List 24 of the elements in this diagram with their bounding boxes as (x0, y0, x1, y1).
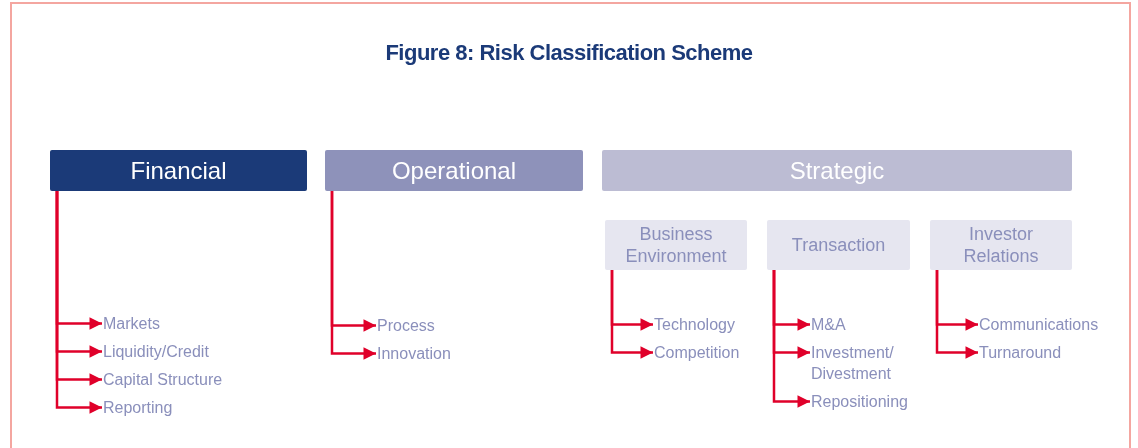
category-label: Investment/ Divestment (811, 342, 911, 384)
category-label: Capital Structure (103, 369, 253, 390)
arrow (330, 191, 376, 360)
category-label: Turnaround (979, 342, 1119, 363)
category-label: Reporting (103, 397, 253, 418)
category-header: Financial (50, 150, 307, 191)
subcategory-box: Investor Relations (930, 220, 1072, 270)
category-label: Competition (654, 342, 764, 363)
subcategory-box: Business Environment (605, 220, 747, 270)
category-label: Technology (654, 314, 764, 335)
subcategory-box: Transaction (767, 220, 910, 270)
category-header: Operational (325, 150, 583, 191)
arrow (610, 270, 653, 359)
category-label: Process (377, 315, 527, 336)
category-label: Liquidity/Credit (103, 341, 253, 362)
category-label: Communications (979, 314, 1119, 335)
category-label: Innovation (377, 343, 527, 364)
figure-title: Figure 8: Risk Classification Scheme (384, 40, 754, 66)
arrow (935, 270, 978, 359)
category-label: M&A (811, 314, 921, 335)
category-label: Markets (103, 313, 253, 334)
category-label: Repositioning (811, 391, 921, 412)
arrow (772, 270, 810, 408)
category-header: Strategic (602, 150, 1072, 191)
